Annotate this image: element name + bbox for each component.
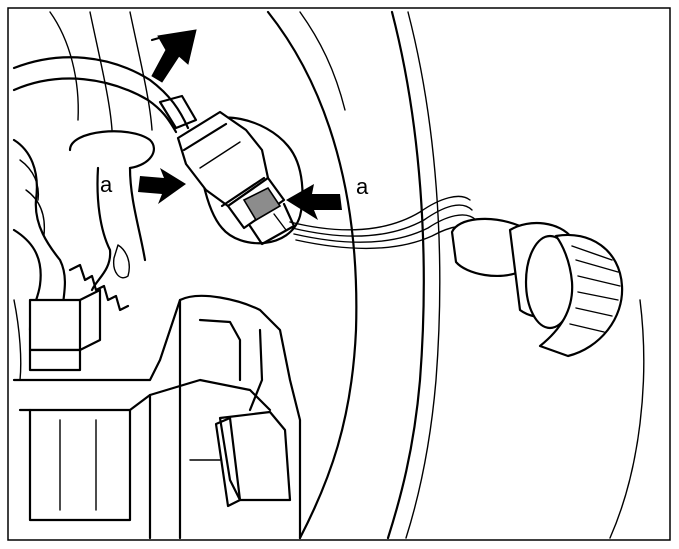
- pull-arrow-icon: [151, 29, 197, 83]
- press-arrow-icon-left: [138, 168, 186, 204]
- label-a-right: a: [356, 174, 369, 199]
- label-a-left: a: [100, 172, 113, 197]
- harness-connector: [176, 110, 304, 246]
- body-panel-outline: [266, 10, 645, 540]
- wiring-harness: [12, 56, 198, 134]
- bulb-socket: [289, 195, 624, 358]
- lamp-housing-bracket: [12, 11, 302, 540]
- connector-lock-tab: [242, 186, 282, 222]
- press-arrow-icon-right: [286, 184, 342, 220]
